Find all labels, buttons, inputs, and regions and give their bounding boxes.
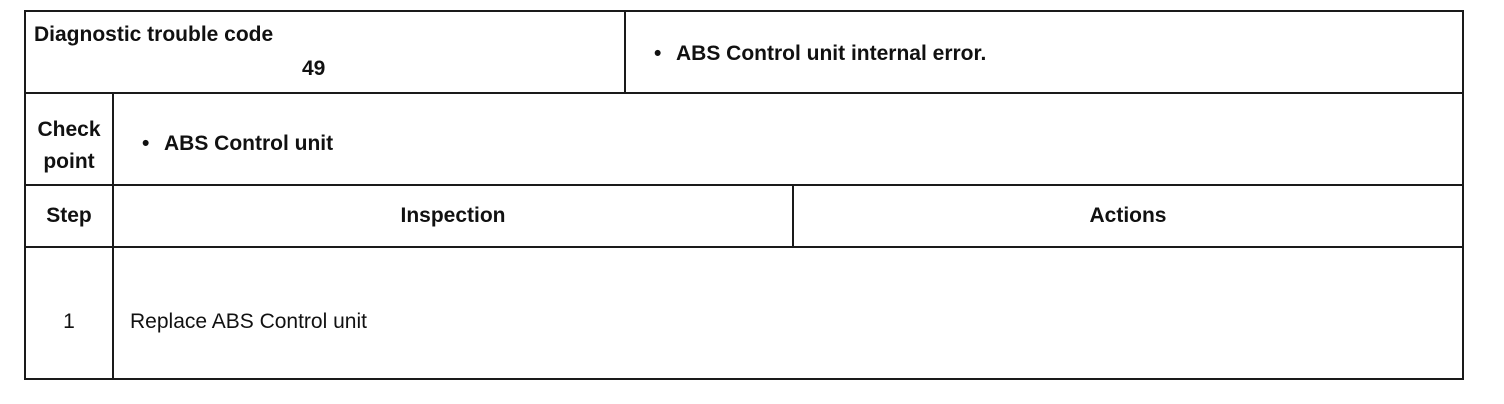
bullet-icon: • (654, 42, 662, 65)
column-header-actions-label: Actions (1089, 204, 1167, 227)
dtc-description-text: ABS Control unit internal error. (676, 42, 987, 65)
dtc-description-cell: • ABS Control unit internal error. (624, 10, 1464, 94)
dtc-cell: Diagnostic trouble code 49 (24, 10, 626, 94)
inspection-text: Replace ABS Control unit (130, 310, 367, 333)
column-header-inspection-label: Inspection (400, 204, 506, 227)
table-row-step-cell: 1 (24, 246, 114, 380)
bullet-icon: • (142, 132, 150, 155)
column-header-step: Step (24, 184, 114, 248)
dtc-value: 49 (302, 57, 326, 80)
check-point-label-cell: Check point (24, 92, 114, 186)
step-number: 1 (63, 310, 75, 333)
table-row-inspection-cell: Replace ABS Control unit (112, 246, 1464, 380)
column-header-actions: Actions (792, 184, 1464, 248)
dtc-description: • ABS Control unit internal error. (654, 42, 986, 66)
check-point-item: • ABS Control unit (142, 132, 333, 156)
diagnostic-table: Diagnostic trouble code 49 • ABS Control … (24, 10, 1464, 380)
check-point-item-cell: • ABS Control unit (112, 92, 1464, 186)
check-point-label-line1: Check (37, 118, 101, 141)
column-header-step-label: Step (46, 204, 92, 227)
check-point-label-line2: point (43, 150, 95, 173)
dtc-label: Diagnostic trouble code (34, 23, 274, 46)
check-point-item-text: ABS Control unit (164, 132, 334, 155)
column-header-inspection: Inspection (112, 184, 794, 248)
